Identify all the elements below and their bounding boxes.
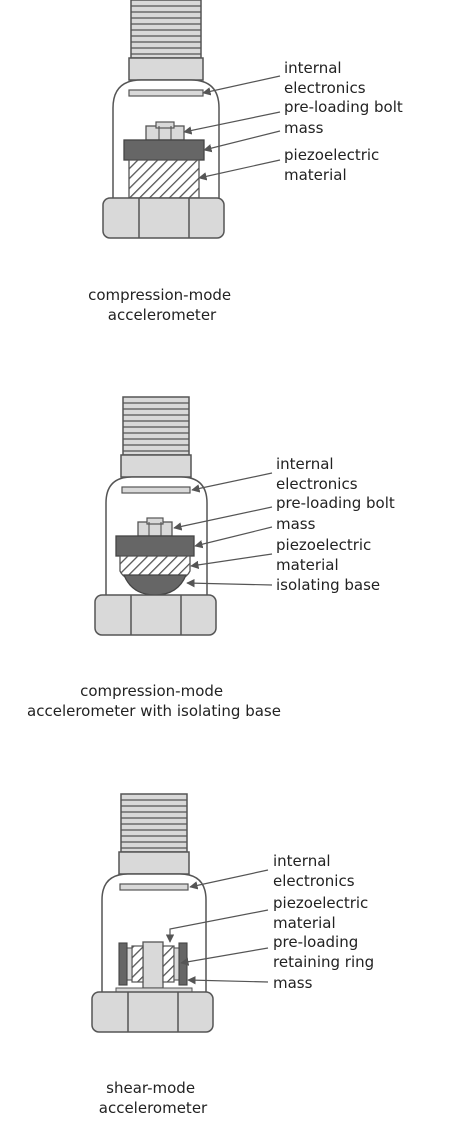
piezoelectric-material-left [131,945,144,983]
leader-internal-electronics [189,869,269,890]
internal-electronics-board [121,486,191,494]
connector-collar [128,57,204,81]
leader-lines [173,472,273,588]
connector-thread [130,0,202,59]
connector-collar [120,454,192,478]
label-piezoelectric-material: piezoelectric material [276,536,376,574]
label-pre-loading-bolt: pre-loading bolt [284,98,403,116]
mass-left [118,942,128,986]
label-mass: mass [276,515,316,533]
leader-internal-electronics [202,75,281,96]
label-mass: mass [284,119,324,137]
label-mass: mass [273,974,313,992]
leader-mass [203,130,281,153]
diagram-shear-mode: internal electronics piezoelectric mater… [91,793,374,1117]
leader-mass [187,975,269,985]
leader-lines [165,869,269,985]
leader-internal-electronics [191,472,273,493]
label-pre-loading-retaining-ring: pre-loading retaining ring [273,933,374,971]
hex-base [102,197,225,239]
internal-electronics-board [119,883,189,891]
mass [115,535,195,557]
leader-piezoelectric-material [198,159,281,181]
caption-compression-mode: compression-mode accelerometer [88,286,236,324]
center-post [142,941,164,989]
piezoelectric-material-right [162,945,175,983]
piezoelectric-material [128,159,200,199]
leader-pre-loading-bolt [173,506,273,531]
leader-lines [183,75,281,181]
label-internal-electronics: internal electronics [284,59,366,97]
label-piezoelectric-material: piezoelectric material [284,146,384,184]
internal-electronics-board [128,89,204,97]
leader-pre-loading-bolt [183,111,281,135]
pre-loading-bolt [137,517,173,537]
leader-piezoelectric-material [165,909,269,943]
leader-mass [194,526,273,549]
label-pre-loading-bolt: pre-loading bolt [276,494,395,512]
mass [123,139,205,161]
leader-pre-loading-retaining-ring [180,947,269,966]
label-internal-electronics: internal electronics [276,455,358,493]
diagram-compression-mode: internal electronics pre-loading bolt ma… [88,0,403,324]
label-piezoelectric-material: piezoelectric material [273,894,373,932]
connector-thread [120,793,188,853]
connector-collar [118,851,190,875]
caption-compression-mode-isolating-base: compression-mode accelerometer with isol… [27,682,281,720]
diagram-compression-mode-isolating-base: internal electronics pre-loading bolt ma… [27,396,395,720]
caption-shear-mode: shear-mode accelerometer [99,1079,208,1117]
hex-base [91,991,214,1033]
label-internal-electronics: internal electronics [273,852,355,890]
hex-base [94,594,217,636]
leader-isolating-base [186,578,273,588]
mass-right [178,942,188,986]
connector-thread [122,396,190,456]
label-isolating-base: isolating base [276,576,380,594]
leader-piezoelectric-material [190,553,273,570]
